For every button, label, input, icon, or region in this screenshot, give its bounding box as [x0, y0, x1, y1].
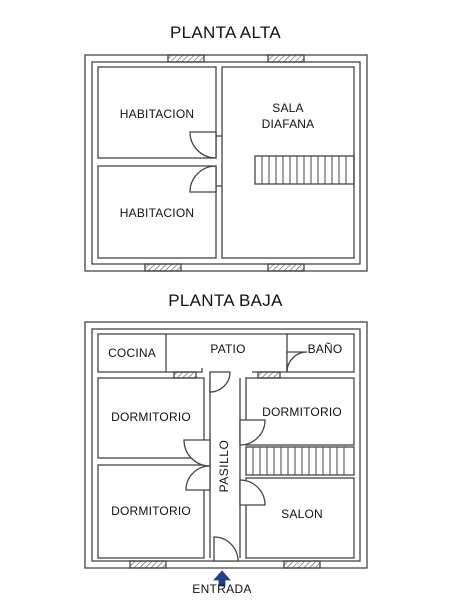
label-dormitorio-left-top: DORMITORIO	[111, 410, 191, 424]
label-habitacion-top: HABITACION	[119, 107, 195, 121]
lower-room-dormitorio-left-top	[97, 377, 205, 459]
lower-door-arc-salon	[239, 479, 266, 506]
lower-outer-wall-outer	[84, 321, 368, 569]
lower-floor-plan	[84, 321, 368, 569]
lower-window-bano	[257, 371, 281, 379]
label-salon: SALON	[281, 507, 323, 521]
label-pasillo: PASILLO	[217, 439, 231, 493]
lower-window-bottom-left	[129, 560, 167, 569]
lower-stair-steps	[252, 447, 345, 475]
label-dormitorio-left-bottom: DORMITORIO	[111, 504, 191, 518]
upper-window-bottom-left	[144, 263, 182, 272]
label-sala-diafana: SALA DIAFANA	[224, 100, 352, 132]
upper-outer-wall-outer	[84, 54, 368, 272]
upper-room-habitacion-bottom	[97, 165, 217, 259]
lower-door-arc-dorm-left-bottom	[185, 465, 211, 491]
lower-room-dormitorio-left-bottom	[97, 464, 205, 559]
upper-room-habitacion-top	[97, 66, 217, 159]
lower-door-arc-dorm-left-top	[183, 439, 211, 467]
lower-door-arc-bano	[286, 351, 308, 373]
lower-door-arc-patio	[209, 371, 231, 393]
upper-stair-steps	[261, 156, 347, 184]
label-sala: SALA	[272, 101, 304, 115]
label-cocina: COCINA	[108, 346, 156, 360]
upper-floor-plan	[84, 54, 368, 272]
label-patio: PATIO	[210, 342, 246, 356]
upper-window-top-right	[267, 54, 305, 63]
label-entrada: ENTRADA	[192, 582, 252, 596]
lower-floor-title: PLANTA BAJA	[168, 291, 283, 310]
upper-window-bottom-right	[267, 263, 305, 272]
upper-window-top-left	[167, 54, 205, 63]
lower-room-cocina	[97, 333, 167, 373]
lower-room-salon	[245, 477, 355, 559]
label-habitacion-bottom: HABITACION	[119, 206, 195, 220]
lower-door-arc-dorm-right	[239, 419, 266, 446]
lower-window-cocina	[173, 371, 197, 379]
upper-floor-title: PLANTA ALTA	[169, 23, 281, 42]
upper-door-arc-bottom	[189, 165, 217, 193]
lower-door-arc-entrance	[213, 536, 239, 562]
entrance-arrow	[213, 570, 231, 587]
lower-window-bottom-right	[283, 560, 321, 569]
upper-door-arc-top	[189, 131, 217, 159]
upper-room-sala-diafana	[221, 66, 355, 259]
label-dormitorio-right: DORMITORIO	[262, 405, 342, 419]
lower-staircase	[245, 446, 355, 476]
lower-room-dormitorio-right	[245, 377, 355, 446]
label-diafana: DIAFANA	[261, 117, 315, 131]
label-bano: BAÑO	[307, 342, 343, 356]
upper-outer-wall-inner	[91, 61, 361, 265]
